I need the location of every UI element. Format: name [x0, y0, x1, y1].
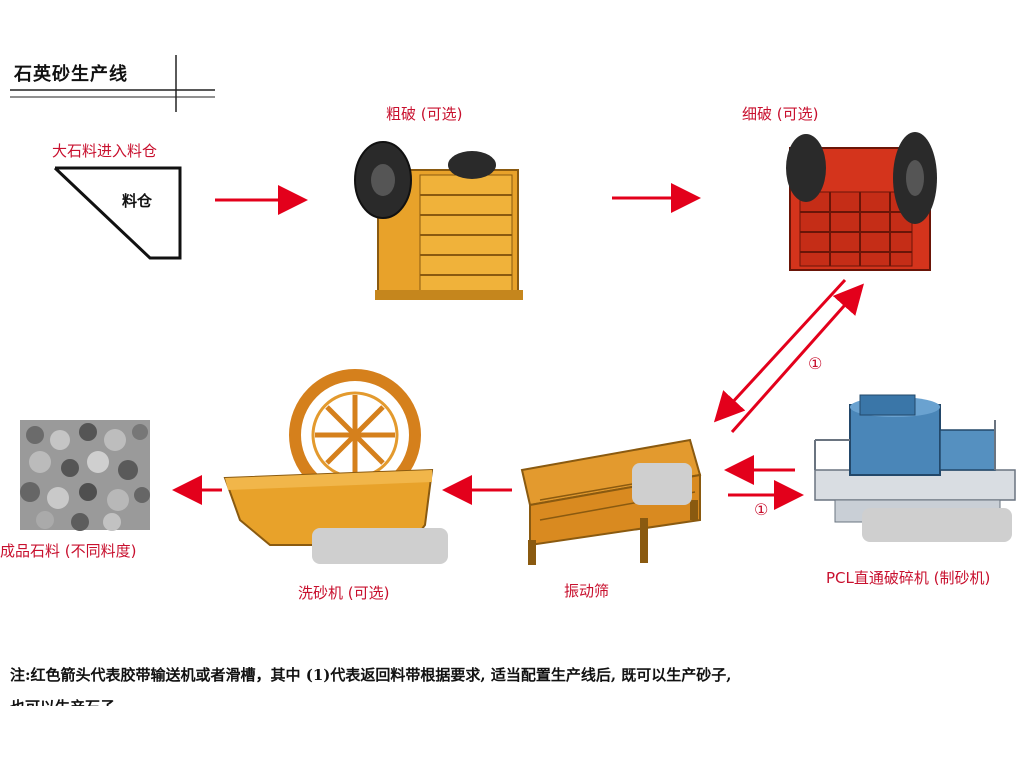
vibrating-screen-label: 振动筛	[564, 582, 610, 600]
arrow-fine-to-screen	[713, 278, 847, 423]
bin-label: 料仓	[122, 192, 153, 210]
coarse-crusher-label: 粗破 (可选)	[386, 105, 463, 123]
pcl-crusher-icon	[814, 394, 1016, 523]
sand-washer-icon	[223, 369, 434, 546]
redaction-box-pcl	[862, 508, 1012, 542]
arrow-return-to-fine	[730, 283, 864, 433]
return-marker-2: ①	[754, 500, 769, 519]
footnote-line-2: 也可以生产石子	[10, 696, 115, 706]
product-label: 成品石料 (不同料度)	[0, 542, 137, 560]
gravel-product-icon	[20, 420, 150, 531]
fine-crusher-label: 细破 (可选)	[742, 105, 819, 123]
footnote-line-1: 注:红色箭头代表胶带输送机或者滑槽，其中 (1)代表返回料带根据要求, 适当配置…	[10, 666, 732, 684]
fine-jaw-crusher-icon	[786, 132, 937, 271]
bin-caption: 大石料进入料仓	[52, 142, 158, 160]
pcl-crusher-label: PCL直通破碎机 (制砂机)	[826, 569, 991, 587]
redaction-box-washer	[312, 528, 448, 564]
redaction-box-screen	[632, 463, 692, 505]
flow-arrows	[172, 183, 864, 510]
return-marker-1: ①	[808, 354, 823, 373]
sand-washer-label: 洗砂机 (可选)	[298, 584, 390, 602]
coarse-jaw-crusher-icon	[354, 141, 523, 300]
bin-outline	[53, 166, 182, 260]
diagram-title: 石英砂生产线	[14, 64, 128, 85]
